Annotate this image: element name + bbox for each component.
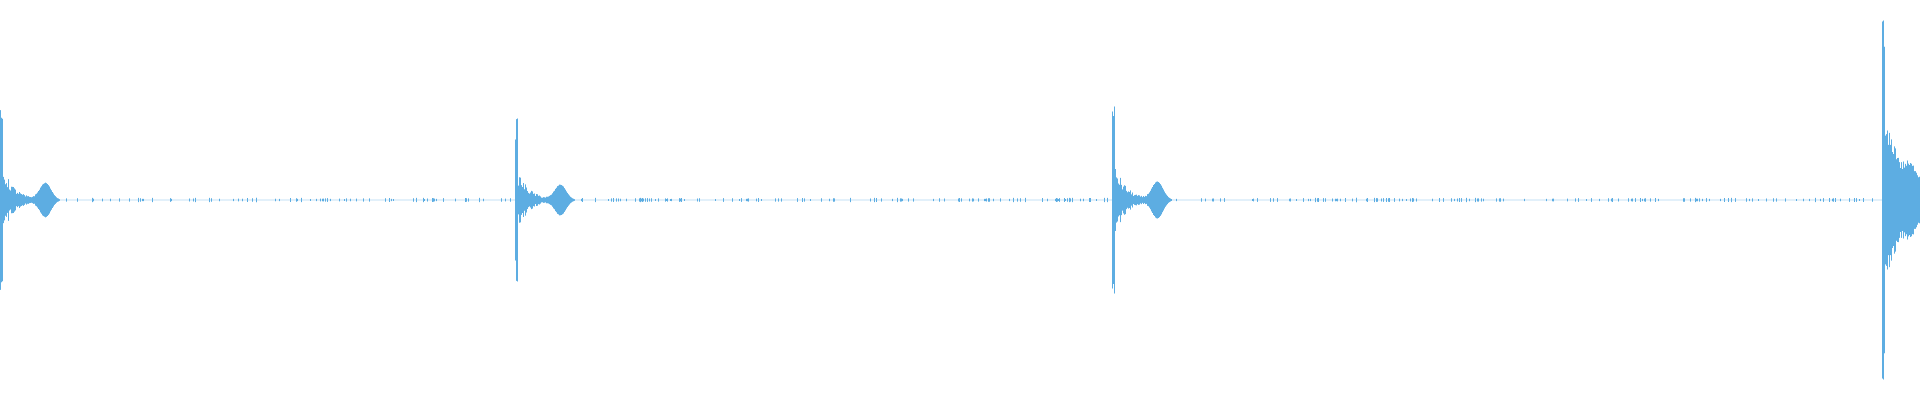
waveform-samples [0,20,1920,380]
